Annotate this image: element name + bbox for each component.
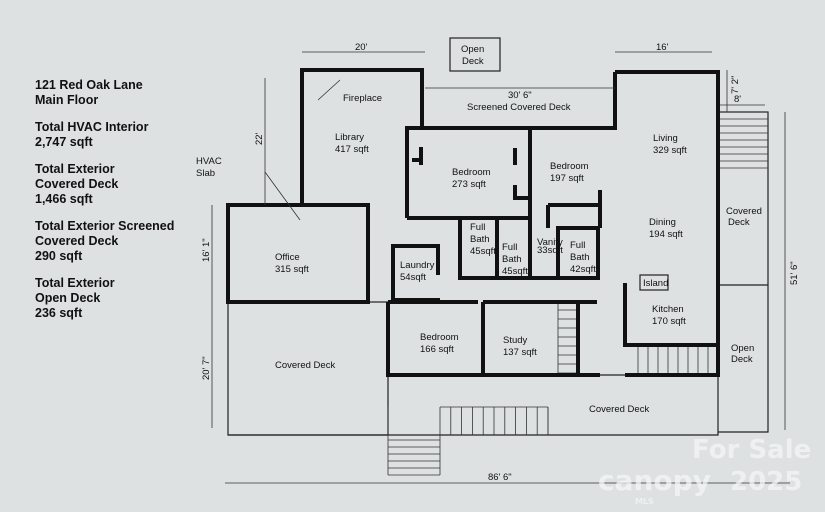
dining-name: Dining [649,217,676,228]
office-area: 315 sqft [275,264,309,275]
fireplace-label: Fireplace [343,93,382,104]
laundry-name: Laundry [400,260,435,271]
dimension-label: 51' 6" [789,261,800,285]
covered-deck-right [718,111,769,433]
kitchen-area: 170 sqft [652,316,686,327]
deck-label: Screened Covered Deck [467,102,571,113]
watermark-mls: MLS [635,497,654,506]
hvac-label: Slab [196,168,215,179]
dimension-label: 22' [254,132,265,145]
vanity-area: 33sqft [537,245,563,256]
dimension-label: 20' 7" [201,356,212,380]
deck-label: Deck [731,354,753,365]
walls [226,68,720,377]
open-label-2: Open Deck [35,291,101,305]
dimension-label: 16' [656,42,669,53]
bath-area: 45sqft [470,246,496,257]
deck-label: Deck [728,217,750,228]
floor-name: Main Floor [35,93,99,107]
living-area: 329 sqft [653,145,687,156]
hvac-value: 2,747 sqft [35,135,93,149]
dimension-label: 30' 6" [508,90,532,101]
open-deck-top [449,37,501,72]
island-label: Island [643,278,668,289]
vanity-name: Vanity [537,237,563,248]
dimension-label: 8' [734,94,741,105]
library-area: 417 sqft [335,144,369,155]
dimension-label: 7' 2" [730,76,741,94]
dimension-label: 86' 6" [488,472,512,483]
bath-label: Bath [502,254,522,265]
covered-label-2: Covered Deck [35,177,119,191]
watermark-year: 2025 [730,467,802,497]
bath-label: Full [470,222,485,233]
dining-area: 194 sqft [649,229,683,240]
deck-label: Open [731,343,754,354]
bedroom-name: Bedroom [420,332,459,343]
covered-value: 1,466 sqft [35,192,93,206]
deck-label: Covered Deck [275,360,335,371]
watermark-brand: canopy [598,464,711,497]
open-label: Total Exterior [35,276,115,290]
island [639,274,669,291]
bath-label: Full [502,242,517,253]
bath-label: Full [570,240,585,251]
open-value: 236 sqft [35,306,83,320]
watermark-for-sale: For Sale [692,435,811,465]
office-name: Office [275,252,300,263]
library-name: Library [335,132,364,143]
bedroom-area: 273 sqft [452,179,486,190]
bedroom-name: Bedroom [550,161,589,172]
screened-value: 290 sqft [35,249,83,263]
living-name: Living [653,133,678,144]
screened-label-2: Covered Deck [35,234,119,248]
deck-label: Open [461,44,484,55]
laundry-area: 54sqft [400,272,426,283]
bath-area: 42sqft [570,264,596,275]
bath-area: 45sqft [502,266,528,277]
dimension-label: 16' 1" [201,238,212,262]
kitchen-name: Kitchen [652,304,684,315]
covered-label: Total Exterior [35,162,115,176]
bedroom-name: Bedroom [452,167,491,178]
dimension-label: 20' [355,42,368,53]
study-area: 137 sqft [503,347,537,358]
bath-label: Bath [470,234,490,245]
study-name: Study [503,335,528,346]
deck-label: Deck [462,56,484,67]
bedroom-area: 166 sqft [420,344,454,355]
bath-label: Bath [570,252,590,263]
address: 121 Red Oak Lane [35,78,143,92]
screened-label: Total Exterior Screened [35,219,175,233]
deck-label: Covered Deck [589,404,649,415]
hvac-label: Total HVAC Interior [35,120,149,134]
hvac-label: HVAC [196,156,222,167]
dimension-lines [211,51,790,484]
deck-label: Covered [726,206,762,217]
bedroom-area: 197 sqft [550,173,584,184]
